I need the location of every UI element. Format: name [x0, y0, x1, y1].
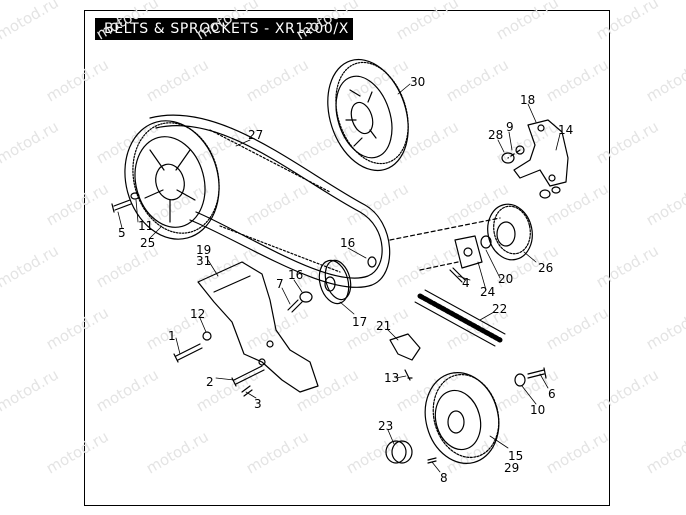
watermark-text: motod.ru: [343, 55, 412, 105]
watermark-text: motod.ru: [193, 0, 262, 43]
bolt-part-6: [514, 367, 547, 387]
watermark-text: motod.ru: [643, 303, 686, 353]
watermark-text: motod.ru: [243, 55, 312, 105]
callout-3: 3: [254, 397, 262, 411]
watermark-text: motod.ru: [293, 117, 362, 167]
watermark-text: motod.ru: [0, 241, 62, 291]
watermark-text: motod.ru: [643, 179, 686, 229]
callout-15: 15: [508, 449, 523, 463]
callout-7: 7: [276, 277, 284, 291]
bracket-part-18: [501, 119, 569, 199]
watermark-text: motod.ru: [443, 179, 512, 229]
watermark-text: motod.ru: [393, 0, 462, 43]
drive-belt-part-27: [149, 114, 391, 288]
watermark-text: motod.ru: [43, 179, 112, 229]
watermark-text: motod.ru: [0, 0, 62, 43]
callout-17: 17: [352, 315, 367, 329]
watermark-text: motod.ru: [593, 241, 662, 291]
watermark-text: motod.ru: [43, 303, 112, 353]
watermark-text: motod.ru: [343, 427, 412, 477]
callout-8: 8: [440, 471, 448, 485]
watermark-text: motod.ru: [93, 0, 162, 43]
watermark-text: motod.ru: [243, 427, 312, 477]
watermark-text: motod.ru: [443, 55, 512, 105]
watermark-text: motod.ru: [443, 427, 512, 477]
bolts-part-1-2-3: [173, 343, 265, 397]
callout-25: 25: [140, 236, 155, 250]
washer-part-12: [202, 331, 212, 341]
watermark-text: motod.ru: [493, 117, 562, 167]
callout-6: 6: [548, 387, 556, 401]
callout-31: 31: [196, 254, 211, 268]
watermark-text: motod.ru: [593, 117, 662, 167]
callout-29: 29: [504, 461, 519, 475]
watermark-text: motod.ru: [43, 55, 112, 105]
callout-26: 26: [538, 261, 553, 275]
rear-pulley-part-30: [327, 58, 409, 172]
callout-2: 2: [206, 375, 214, 389]
callout-layer: 30 27 18 9 28 14 11 5 25 19 31 16 16 7 2…: [118, 75, 573, 485]
watermark-text: motod.ru: [343, 179, 412, 229]
callout-16-upper: 16: [340, 236, 355, 250]
watermark-text: motod.ru: [593, 365, 662, 415]
callout-4: 4: [462, 276, 470, 290]
diagram-frame: [84, 10, 610, 506]
callout-9: 9: [506, 120, 514, 134]
hub-sprocket-part-15: [424, 372, 500, 464]
leader-lines: [117, 83, 561, 473]
spacer-part-23: [385, 440, 413, 464]
callout-28: 28: [488, 128, 503, 142]
watermark-text: motod.ru: [93, 365, 162, 415]
watermark-text: motod.ru: [243, 179, 312, 229]
wheel-pulley-part-25: [124, 120, 220, 240]
watermark-text: motod.ru: [193, 117, 262, 167]
watermark-text: motod.ru: [493, 0, 562, 43]
bolt-part-5: [111, 192, 140, 213]
watermark-text: motod.ru: [543, 303, 612, 353]
callout-21: 21: [376, 319, 391, 333]
callout-20: 20: [498, 272, 513, 286]
slider-part-21: [389, 333, 421, 381]
assembly-lines: [389, 149, 521, 271]
watermark-text: motod.ru: [543, 427, 612, 477]
callout-19: 19: [196, 243, 211, 257]
belt-guard-part-19: [197, 261, 319, 393]
bolt-part-7: [287, 291, 313, 313]
watermark-text: motod.ru: [93, 117, 162, 167]
callout-16-lower: 16: [288, 268, 303, 282]
watermark-text: motod.ru: [0, 117, 62, 167]
idler-pulley-part-17: [318, 259, 352, 305]
chain-part-22: [414, 289, 506, 347]
callout-13: 13: [384, 371, 399, 385]
callout-12: 12: [190, 307, 205, 321]
callout-23: 23: [378, 419, 393, 433]
watermark-text: motod.ru: [543, 55, 612, 105]
watermark-text: motod.ru: [143, 179, 212, 229]
idler-part-16: [367, 256, 377, 268]
callout-5: 5: [118, 226, 126, 240]
callout-14: 14: [558, 123, 573, 137]
watermark-text: motod.ru: [0, 365, 62, 415]
watermark-text: motod.ru: [393, 117, 462, 167]
callout-18: 18: [520, 93, 535, 107]
callout-24: 24: [480, 285, 495, 299]
watermark-text: motod.ru: [293, 0, 362, 43]
callout-22: 22: [492, 302, 507, 316]
lock-plate-part-20: [449, 235, 492, 283]
watermark-text: motod.ru: [243, 303, 312, 353]
watermark-text: motod.ru: [393, 241, 462, 291]
callout-27: 27: [248, 128, 263, 142]
callout-11: 11: [138, 219, 153, 233]
callout-30: 30: [410, 75, 425, 89]
watermark-text: motod.ru: [143, 427, 212, 477]
watermark-text: motod.ru: [43, 427, 112, 477]
diagram-title: BELTS & SPROCKETS - XR1200/X: [95, 18, 353, 40]
callout-10: 10: [530, 403, 545, 417]
watermark-text: motod.ru: [643, 427, 686, 477]
watermark-text: motod.ru: [143, 55, 212, 105]
watermark-text: motod.ru: [593, 0, 662, 43]
callout-1: 1: [168, 329, 176, 343]
watermark-text: motod.ru: [643, 55, 686, 105]
